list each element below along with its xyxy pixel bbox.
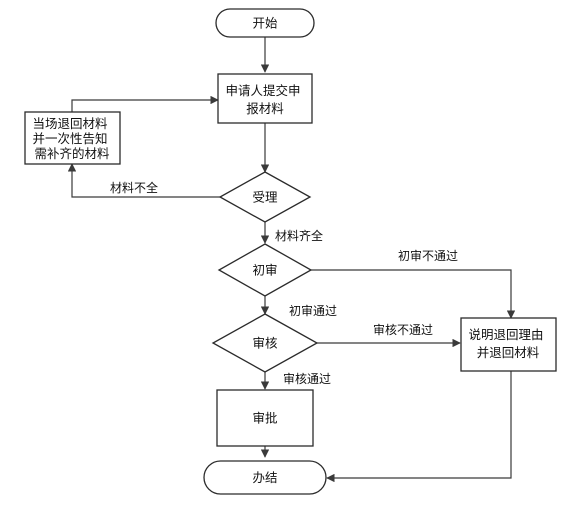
- edge-explain-return-to-done: [326, 371, 512, 483]
- node-approve-shape: [216, 389, 314, 447]
- node-accept: 受理: [218, 171, 312, 223]
- node-explain-return-line-1: 说明退回理由: [469, 327, 544, 342]
- node-submit-line-1: 申请人提交申: [226, 83, 301, 98]
- node-submit-shape: [217, 73, 313, 124]
- edge-label-review-pass: 审核通过: [283, 371, 331, 386]
- node-first-review-label: 初审: [252, 263, 277, 278]
- node-explain-return-line-2: 并退回材料: [477, 345, 540, 360]
- node-return-onsite-line-1: 当场退回材料: [33, 116, 109, 131]
- node-first-review-shape: [217, 243, 313, 297]
- node-first-review: 初审: [217, 243, 313, 297]
- edge-label-incomplete: 材料不全: [110, 180, 158, 195]
- node-explain-return-shape: [460, 317, 557, 372]
- node-approve-label: 审批: [252, 411, 277, 426]
- node-done: 办结: [203, 460, 327, 495]
- edge-label-first-pass: 初审通过: [289, 303, 337, 318]
- edge-return-onsite-to-submit: [71, 95, 219, 112]
- node-start: 开始: [215, 8, 315, 38]
- node-return-onsite-label: 当场退回材料 并一次性告知 需补齐的材料: [33, 116, 112, 161]
- node-accept-label: 受理: [252, 190, 278, 205]
- node-submit: 申请人提交申 报材料: [217, 73, 313, 124]
- node-done-label: 办结: [252, 470, 277, 485]
- edge-label-first-fail: 初审不通过: [398, 248, 458, 263]
- edge-first-review-fail: [311, 269, 516, 319]
- edge-accept-to-return-onsite: [67, 163, 220, 198]
- node-review-shape: [211, 313, 319, 373]
- node-return-onsite-shape: [24, 111, 121, 165]
- node-review: 审核: [211, 313, 319, 373]
- edge-label-complete: 材料齐全: [275, 228, 323, 243]
- node-start-shape: [215, 8, 315, 38]
- node-explain-return-label: 说明退回理由 并退回材料: [469, 327, 548, 360]
- node-done-shape: [203, 460, 327, 495]
- node-review-label: 审核: [252, 336, 278, 351]
- node-explain-return: 说明退回理由 并退回材料: [460, 317, 557, 372]
- node-start-label: 开始: [252, 16, 278, 31]
- node-return-onsite-line-3: 需补齐的材料: [34, 146, 110, 161]
- edge-labels: 材料不全 材料齐全 初审不通过 初审通过 审核不通过 审核通过: [110, 180, 458, 386]
- edges: [67, 37, 516, 483]
- node-approve: 审批: [216, 389, 314, 447]
- node-accept-shape: [218, 171, 312, 223]
- node-return-onsite: 当场退回材料 并一次性告知 需补齐的材料: [24, 111, 121, 165]
- node-submit-label: 申请人提交申 报材料: [226, 83, 305, 116]
- node-return-onsite-line-2: 并一次性告知: [33, 131, 108, 146]
- node-submit-line-2: 报材料: [246, 101, 284, 116]
- edge-label-review-fail: 审核不通过: [373, 322, 433, 337]
